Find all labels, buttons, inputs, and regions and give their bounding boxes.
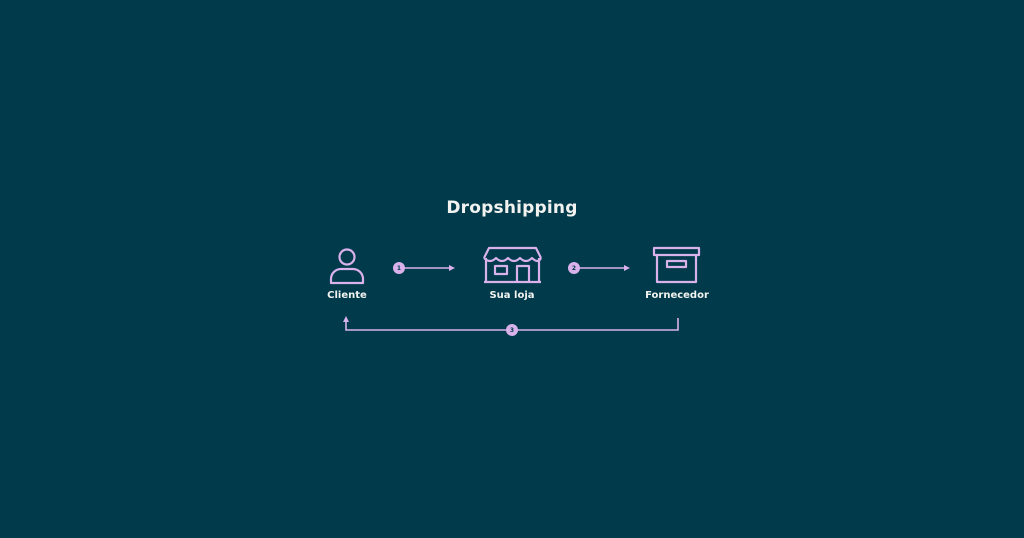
step-badge-3 [506, 324, 518, 336]
storefront-icon [483, 246, 542, 284]
diagram-title: Dropshipping [446, 198, 578, 218]
person-icon [329, 248, 365, 285]
box-icon [652, 246, 701, 284]
step-number-2: 2 [572, 265, 576, 272]
step-badge-1 [393, 262, 405, 274]
step-number-3: 3 [510, 327, 514, 334]
return-path-step-3: 3 [343, 316, 679, 336]
node-label-loja: Sua loja [489, 290, 535, 301]
step-number-1: 1 [397, 265, 401, 272]
step-badge-2 [568, 262, 580, 274]
arrow-step-2: 2 [568, 262, 630, 274]
arrow-step-1: 1 [393, 262, 455, 274]
node-label-fornecedor: Fornecedor [645, 290, 709, 301]
node-label-cliente: Cliente [327, 290, 367, 301]
